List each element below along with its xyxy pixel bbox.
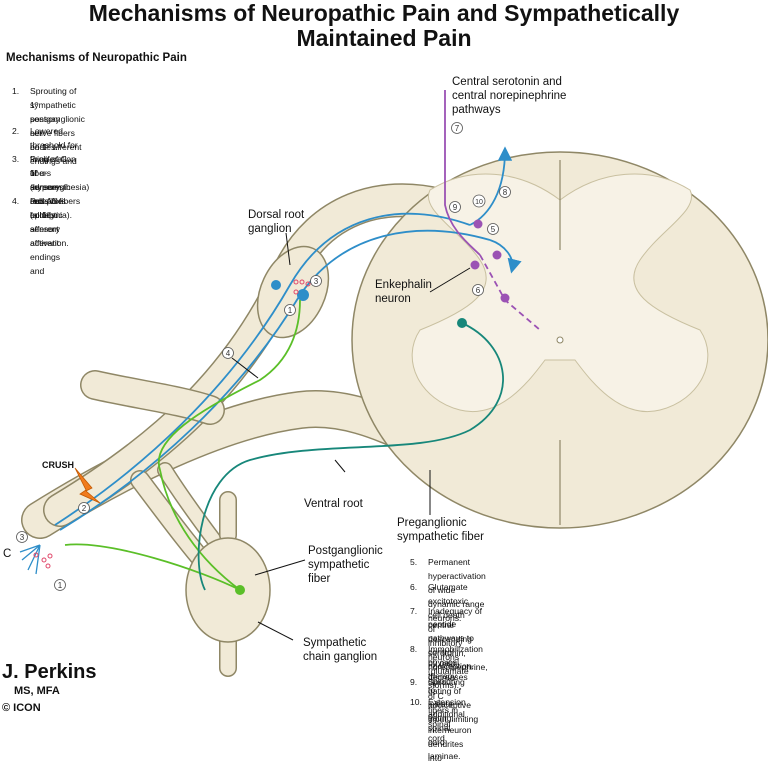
numbered-markers: 1 1 2 3 3 4 5 6 7 8 9 10 xyxy=(16,122,511,591)
item-number: 5. xyxy=(410,557,418,567)
item-number: 7. xyxy=(410,606,418,616)
label-postganglionic-2: sympathetic xyxy=(308,559,370,571)
item-text-line-1: Possible ephaptic afferent activation. xyxy=(30,196,69,248)
item-number: 4. xyxy=(12,196,20,206)
item-text-line-1: Permanent hyperactivation of wide dynami… xyxy=(428,557,486,623)
preganglionic-cell-body xyxy=(457,318,467,328)
page-title-line-2: Maintained Pain xyxy=(296,25,472,51)
marker-10-text: 10 xyxy=(475,199,483,206)
marker-10 xyxy=(472,194,486,208)
sympathetic-fibers xyxy=(64,299,301,595)
marker-4-text: 4 xyxy=(226,349,231,358)
label-c-fiber: C xyxy=(3,548,12,560)
item-number: 3. xyxy=(12,154,20,164)
crush-arrow xyxy=(74,467,101,504)
marker-4 xyxy=(222,347,234,359)
label-crush: CRUSH xyxy=(42,460,75,470)
marker-9 xyxy=(449,201,461,213)
signature-logo: © ICON xyxy=(2,702,41,714)
label-preganglionic-2: sympathetic fiber xyxy=(397,531,484,543)
central-pathways xyxy=(444,90,541,331)
label-enkephalin-1: Enkephalin xyxy=(375,279,432,291)
item-text-line-1: Immobilization by pain decreases gating … xyxy=(428,644,483,724)
leader-lines xyxy=(231,232,471,641)
label-dorsal-root-2: ganglion xyxy=(248,223,292,235)
label-chain-ganglion-1: Sympathetic xyxy=(303,637,367,649)
marker-1b xyxy=(54,579,66,591)
item-number: 6. xyxy=(410,582,418,592)
marker-6-text: 6 xyxy=(476,286,481,295)
marker-5-text: 5 xyxy=(491,225,496,234)
marker-1b-text: 1 xyxy=(58,581,63,590)
label-preganglionic-1: Preganglionic xyxy=(397,517,467,529)
item-text-line-1: Proliferation of α-adrenergic receptors … xyxy=(30,154,76,276)
marker-8 xyxy=(499,186,511,198)
label-postganglionic-3: fiber xyxy=(308,573,331,585)
label-central-pathways-3: pathways xyxy=(452,104,501,116)
item-text-line-2: physical therapy to initiate gating. xyxy=(428,657,460,723)
marker-6 xyxy=(472,284,484,296)
neuropathic-pain-diagram: 1 1 2 3 3 4 5 6 7 8 9 10 xyxy=(16,90,768,677)
marker-3b-text: 3 xyxy=(20,533,25,542)
label-central-pathways-1: Central serotonin and xyxy=(452,76,562,88)
marker-7 xyxy=(451,122,463,134)
item-number: 10. xyxy=(410,697,422,707)
item-number: 1. xyxy=(12,86,20,96)
marker-3-text: 3 xyxy=(314,277,319,286)
marker-2-text: 2 xyxy=(82,504,87,513)
label-dorsal-root-1: Dorsal root xyxy=(248,209,305,221)
marker-1 xyxy=(284,304,296,316)
spinal-cord-section xyxy=(351,151,768,529)
section-heading: Mechanisms of Neuropathic Pain xyxy=(6,52,187,64)
label-chain-ganglion-2: chain ganglion xyxy=(303,651,378,663)
item-text-line-2: 1° sensory cell bodies. xyxy=(30,168,61,220)
marker-1-text: 1 xyxy=(288,306,293,315)
marker-9-text: 9 xyxy=(453,203,458,212)
item-text-line-1: Inadequacy of central descending seroton… xyxy=(428,606,488,686)
item-text-line-2: 1° sensory cell bodies. xyxy=(30,100,61,152)
marker-7-text: 7 xyxy=(455,124,460,133)
preganglionic-fiber xyxy=(197,322,504,591)
item-number: 2. xyxy=(12,126,20,136)
label-enkephalin-2: neuron xyxy=(375,293,411,305)
item-text-line-1: Glutamate excitotoxic cell death of inhi… xyxy=(428,582,469,690)
signature-name: J. Perkins xyxy=(2,661,97,683)
marker-3b xyxy=(16,531,28,543)
marker-2 xyxy=(78,502,90,514)
alpha-receptors xyxy=(33,279,311,569)
signature-degree: MS, MFA xyxy=(14,685,60,697)
label-postganglionic-1: Postganglionic xyxy=(308,545,383,557)
label-ventral-root: Ventral root xyxy=(304,498,363,510)
marker-8-text: 8 xyxy=(503,188,508,197)
page-title-line-1: Mechanisms of Neuropathic Pain and Sympa… xyxy=(88,0,680,26)
marker-3 xyxy=(310,275,322,287)
item-text-line-2: additional spinal cord laminae. xyxy=(428,709,465,761)
label-central-pathways-2: central norepinephrine xyxy=(452,90,567,102)
item-text-line-2: peptide pathways to control nociception. xyxy=(428,619,474,671)
marker-5 xyxy=(487,223,499,235)
item-number: 9. xyxy=(410,677,418,687)
item-number: 8. xyxy=(410,644,418,654)
item-text-line-1: Sprouting of sympathetic postganglionic … xyxy=(30,86,85,166)
item-text-line-1: Lowered threshold for firing of C fibers… xyxy=(30,126,90,220)
sympathetic-chain-ganglion xyxy=(185,491,271,677)
